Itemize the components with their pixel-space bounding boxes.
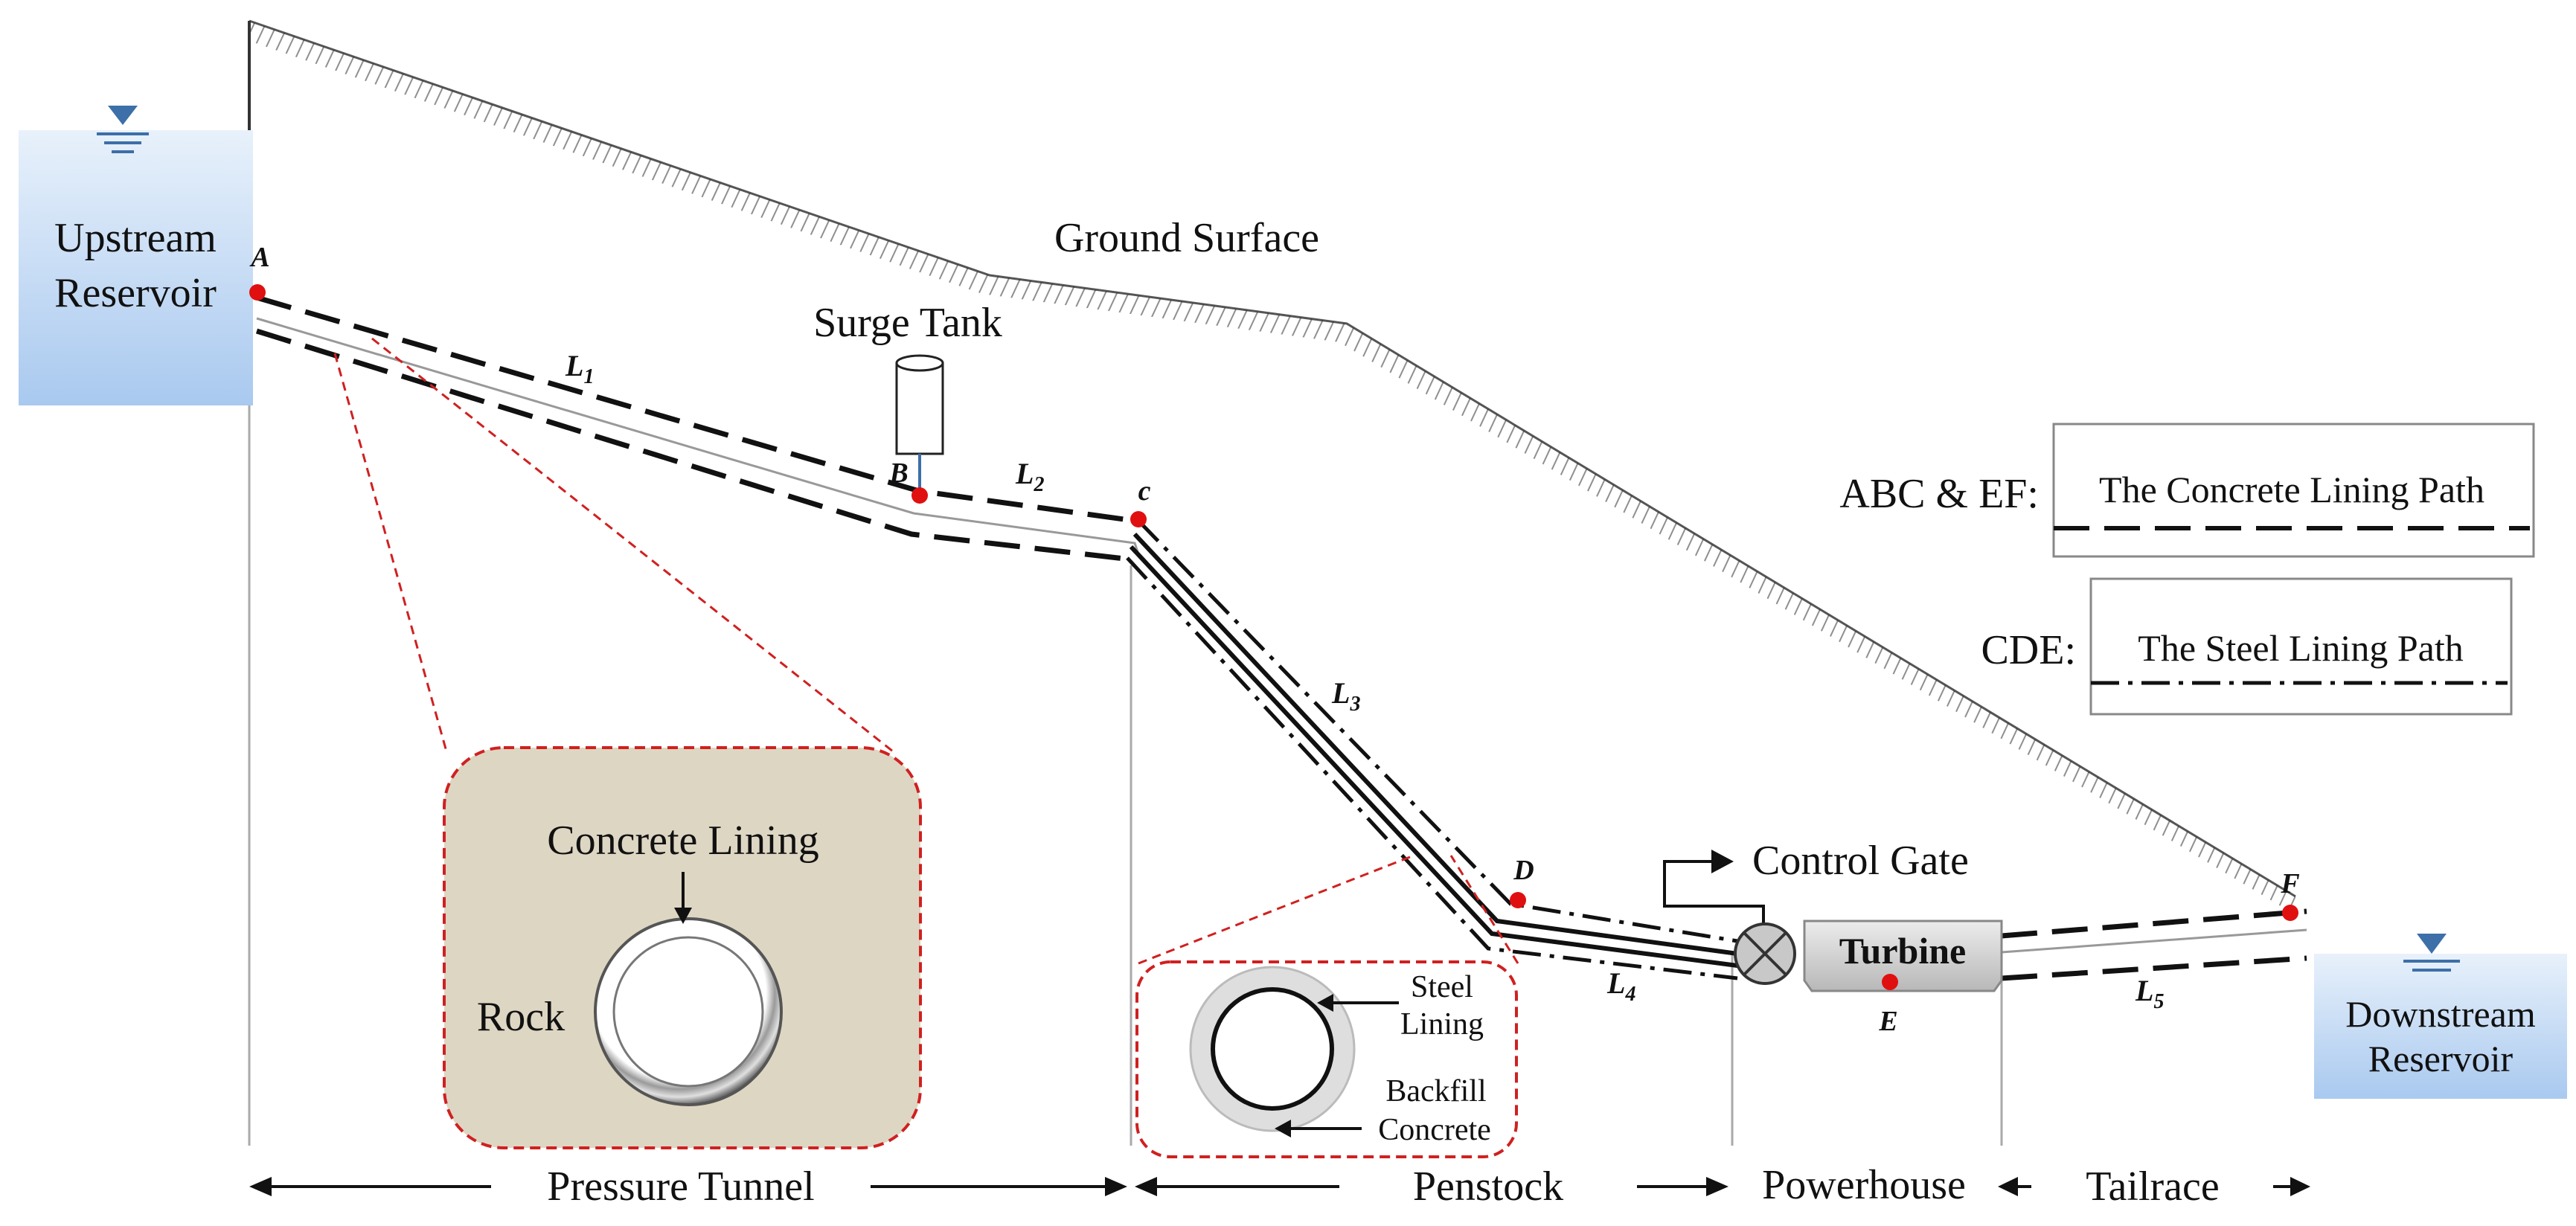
point-b-marker [911, 487, 928, 504]
legend: ABC & EF: The Concrete Lining Path CDE: … [1839, 423, 2535, 716]
water-level-icon [108, 106, 138, 125]
concrete-lining-path-ef [2001, 908, 2307, 981]
point-e-label: E [1878, 1006, 1897, 1037]
section-tailrace: Tailrace [2086, 1164, 2219, 1210]
section-penstock: Penstock [1413, 1164, 1563, 1210]
arrow-right-icon [1711, 850, 1734, 873]
ground-surface-label: Ground Surface [1054, 215, 1319, 261]
steel-lining-ring [1211, 987, 1334, 1111]
point-d-label: D [1513, 855, 1534, 886]
arrow-down-icon [674, 908, 692, 924]
point-b-label: B [888, 458, 908, 489]
legend-concrete-text: The Concrete Lining Path [2099, 469, 2484, 510]
ground-surface [248, 19, 2296, 915]
turbine-label: Turbine [1839, 930, 1966, 972]
arrow-left-icon [1317, 994, 1333, 1012]
backfill-concrete-label-2: Concrete [1378, 1113, 1491, 1147]
penstock-cross-section-detail: Steel Lining Backfill Concrete [1135, 854, 1519, 1158]
downstream-reservoir-label-2: Reservoir [2368, 1038, 2513, 1079]
control-gate: Control Gate [1663, 838, 1969, 985]
backfill-concrete-label-1: Backfill [1385, 1074, 1486, 1108]
legend-concrete-key: ABC & EF: [1839, 471, 2039, 517]
point-markers [249, 284, 2298, 990]
concrete-lining-label: Concrete Lining [547, 818, 818, 864]
surge-tank: Surge Tank [813, 300, 1002, 492]
rock-label: Rock [477, 994, 565, 1040]
turbine: Turbine [1803, 919, 2003, 992]
section-arrows [249, 1177, 2310, 1196]
steel-lining-label-1: Steel [1411, 970, 1473, 1004]
steel-lining-label-2: Lining [1400, 1007, 1484, 1042]
point-a-label: A [249, 242, 269, 273]
point-a-marker [249, 284, 266, 301]
upstream-reservoir-label-2: Reservoir [54, 270, 217, 316]
water-level-icon [2417, 934, 2447, 954]
point-d-marker [1510, 892, 1526, 908]
legend-steel-key: CDE: [1981, 627, 2076, 673]
segment-l2-label: L2 [1015, 457, 1044, 496]
legend-concrete-box [2052, 423, 2535, 558]
arrow-left-icon [1275, 1120, 1291, 1137]
control-gate-label: Control Gate [1752, 838, 1969, 884]
point-c-label: c [1138, 475, 1151, 507]
downstream-reservoir: Downstream Reservoir [2314, 934, 2567, 1099]
point-e-marker [1882, 974, 1898, 990]
upstream-reservoir-label-1: Upstream [54, 215, 217, 261]
steel-lining-path-cde [1126, 519, 1738, 981]
point-c-marker [1130, 511, 1147, 527]
section-pressure-tunnel: Pressure Tunnel [547, 1164, 814, 1210]
surge-tank-label: Surge Tank [813, 300, 1002, 346]
segment-l5-label: L5 [2135, 974, 2164, 1013]
segment-l4-label: L4 [1606, 966, 1635, 1006]
point-f-marker [2282, 905, 2298, 921]
downstream-reservoir-label-1: Downstream [2345, 993, 2536, 1035]
legend-steel-box [2089, 577, 2513, 716]
tunnel-cross-section-detail: Concrete Lining Rock [333, 337, 922, 1149]
point-f-label: F [2280, 868, 2299, 899]
segment-l3-label: L3 [1331, 676, 1360, 716]
concrete-lining-path-abc [255, 295, 1140, 562]
upstream-reservoir: Upstream Reservoir [19, 106, 253, 405]
segment-l1-label: L1 [565, 349, 594, 388]
legend-steel-text: The Steel Lining Path [2138, 627, 2463, 669]
section-powerhouse: Powerhouse [1762, 1162, 1966, 1208]
